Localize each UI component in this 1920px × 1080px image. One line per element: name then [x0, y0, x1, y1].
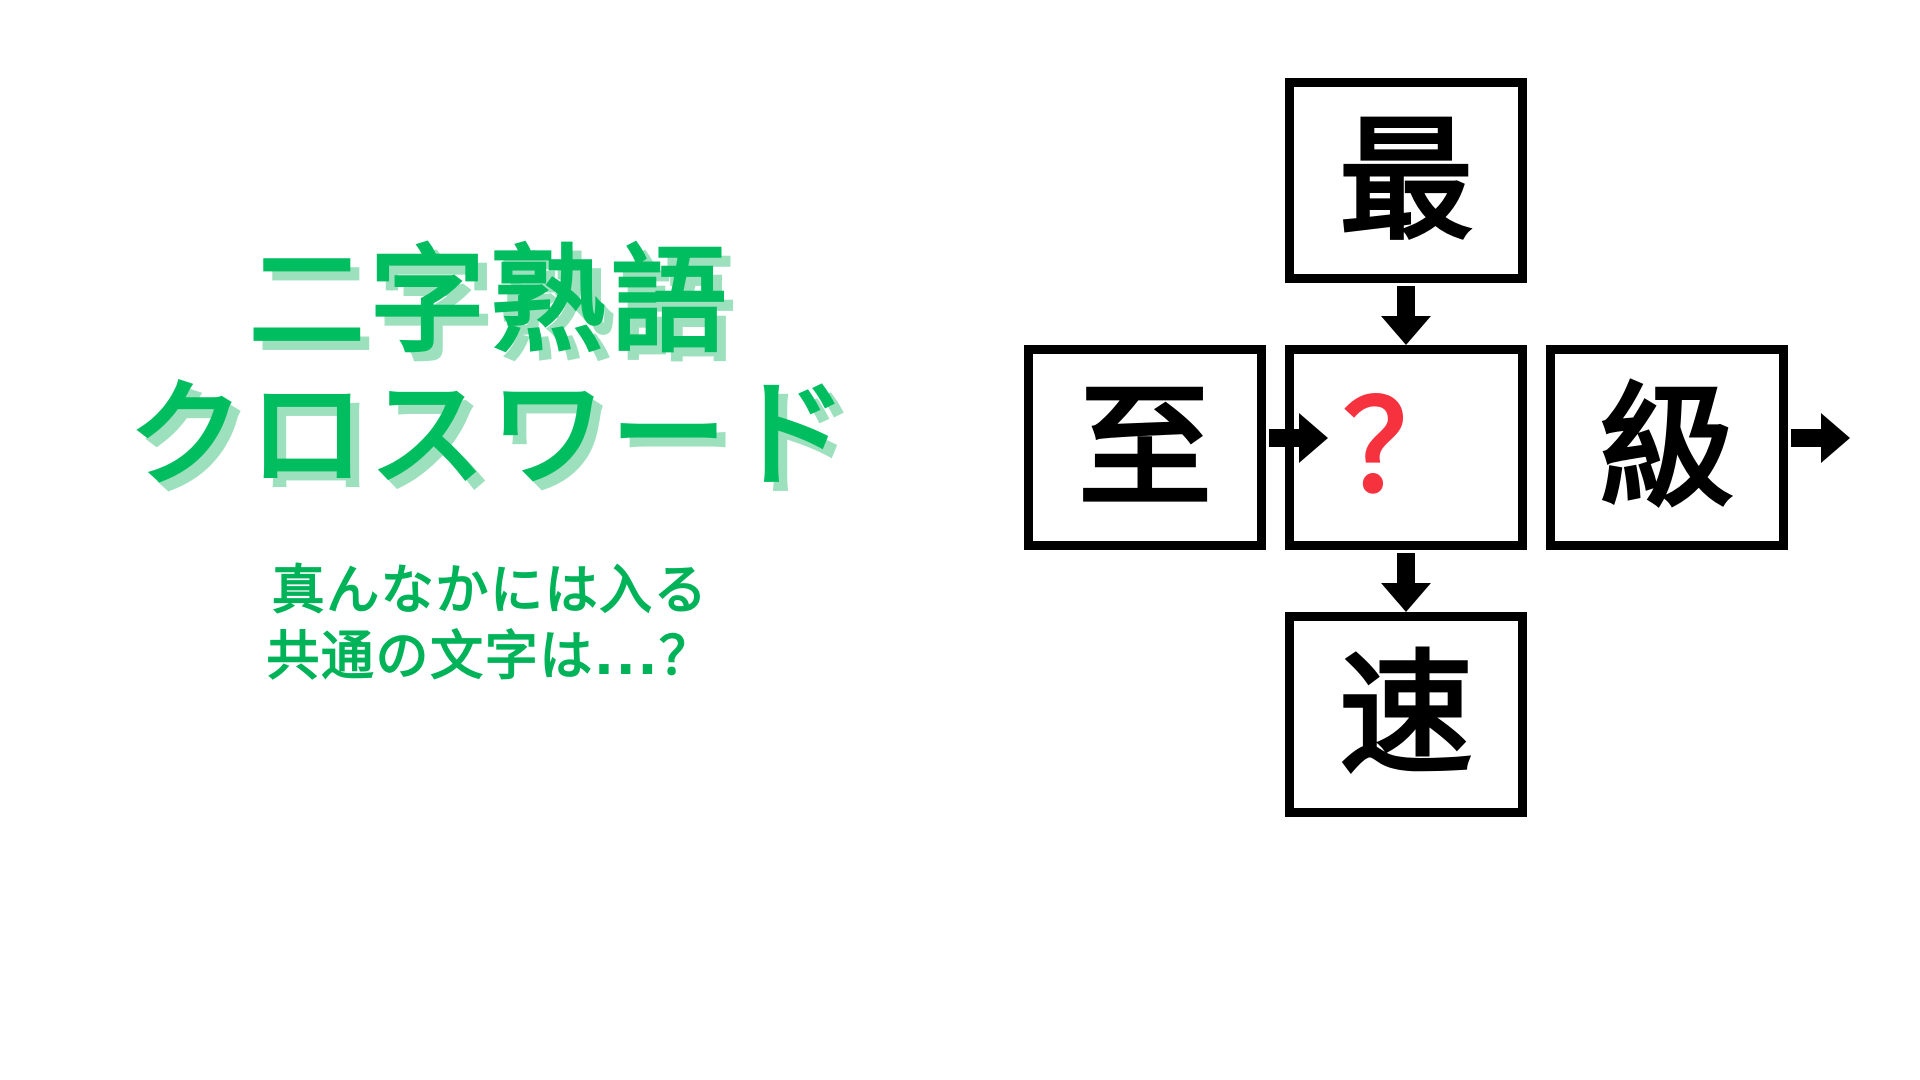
- crossword-diagram: 最 至 ？ 級 速: [980, 0, 1920, 1080]
- cell-bottom[interactable]: 速: [1285, 612, 1527, 817]
- cell-center[interactable]: ？: [1285, 345, 1527, 550]
- cell-right-character: 級: [1599, 369, 1734, 526]
- cell-top[interactable]: 最: [1285, 78, 1527, 283]
- page-title-line-2: クロスワード: [128, 368, 852, 504]
- arrow-right-icon: [1269, 410, 1329, 466]
- arrow-down-icon: [1378, 286, 1434, 346]
- cell-bottom-character: 速: [1338, 636, 1473, 793]
- cell-left-character: 至: [1077, 369, 1212, 526]
- subtitle: 真んなかには入る 共通の文字は...？: [0, 558, 980, 689]
- cell-center-character: ？: [1343, 373, 1469, 521]
- subtitle-line-1: 真んなかには入る: [271, 560, 709, 622]
- cell-right[interactable]: 級: [1546, 345, 1788, 550]
- arrow-down-icon-2: [1378, 553, 1434, 613]
- subtitle-line-2: 共通の文字は...？: [266, 626, 714, 688]
- page-title-line-1: 二字熟語: [248, 234, 732, 369]
- title-block: 二字熟語 クロスワード 真んなかには入る 共通の文字は...？: [0, 234, 980, 690]
- cell-top-character: 最: [1338, 102, 1473, 259]
- arrow-right-icon-2: [1791, 410, 1851, 466]
- cell-left[interactable]: 至: [1024, 345, 1266, 550]
